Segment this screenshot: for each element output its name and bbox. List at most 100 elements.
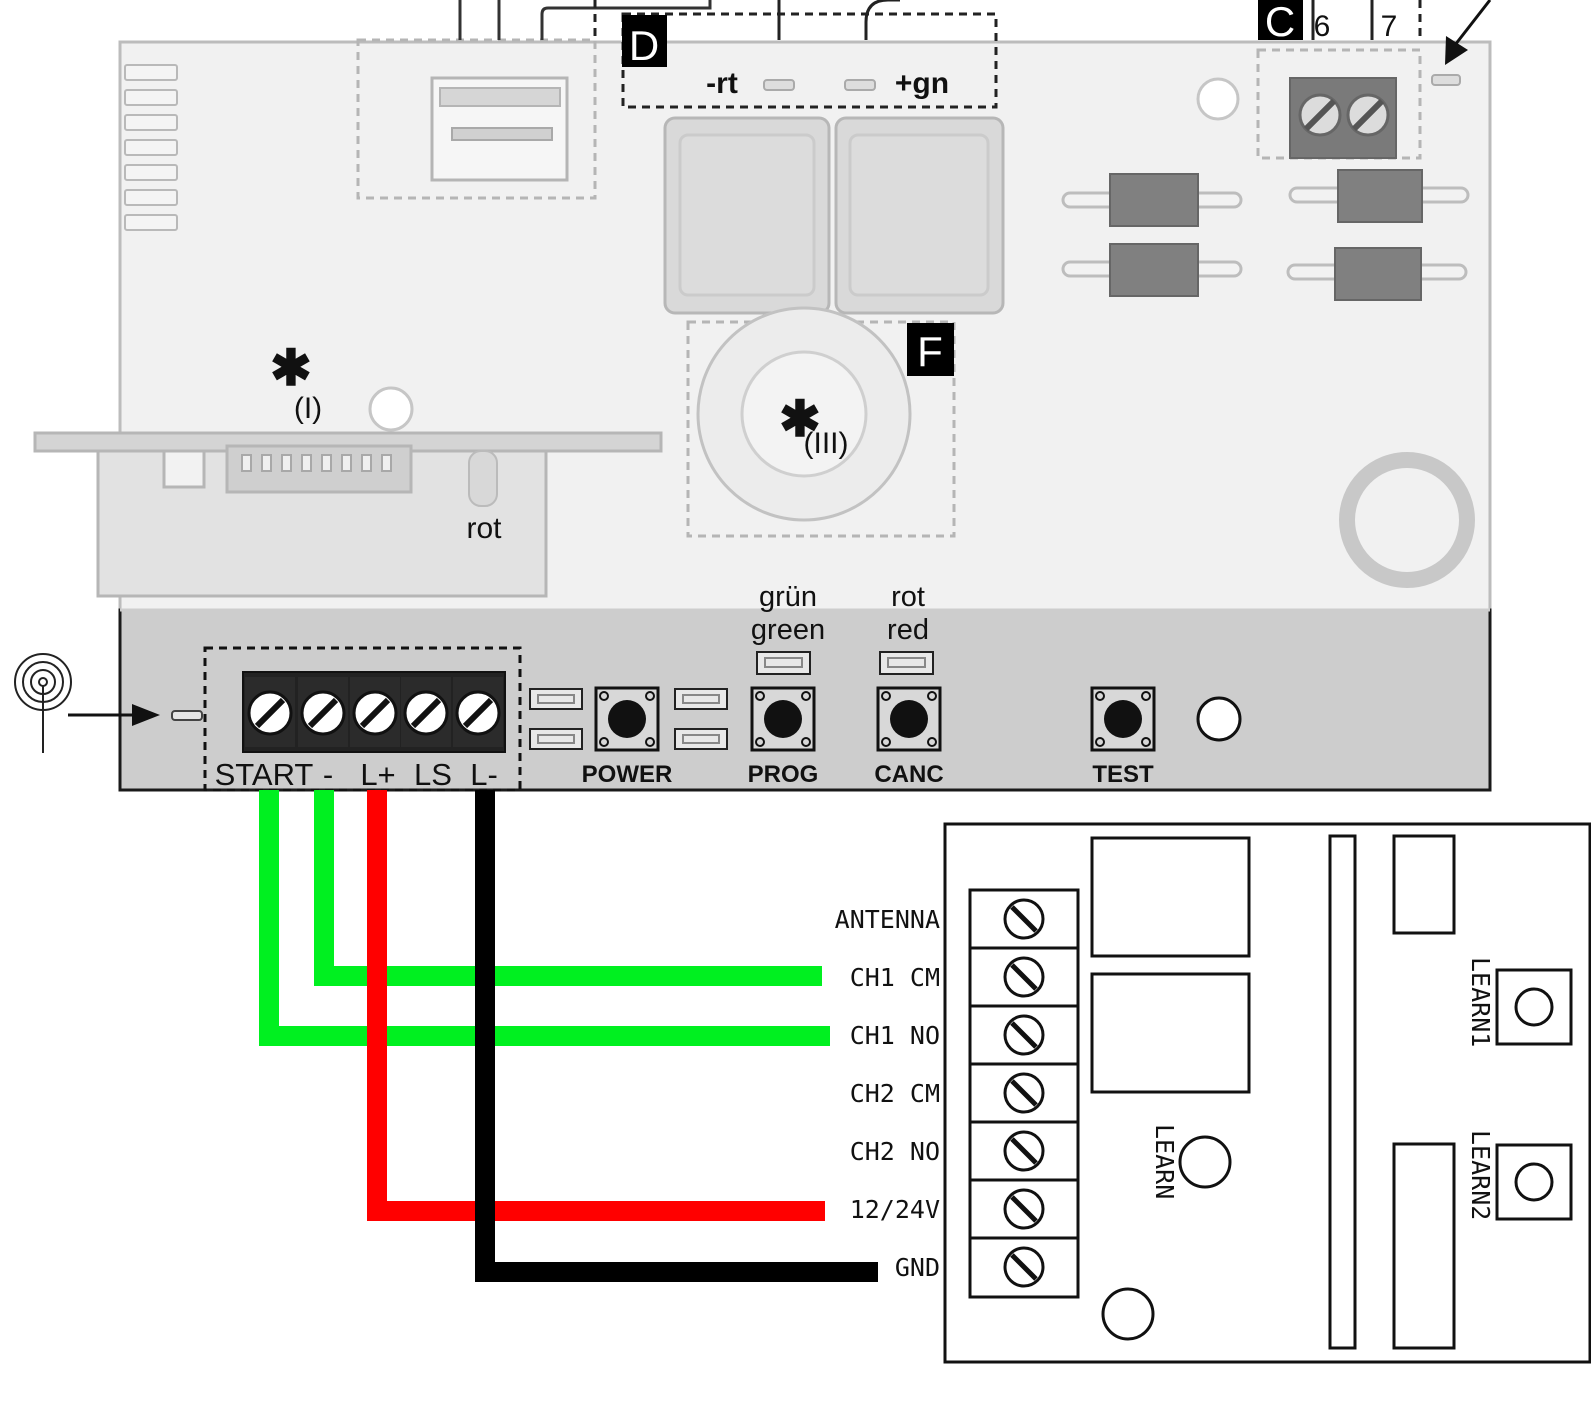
antenna-pad bbox=[171, 710, 203, 721]
terminal-label: LS bbox=[414, 757, 452, 792]
label-learn: LEARN bbox=[1150, 1124, 1179, 1199]
receiver-terminal-label: CH2 CM bbox=[850, 1079, 940, 1108]
receiver-screw-slot bbox=[1010, 1195, 1038, 1223]
label-six: 6 bbox=[1314, 10, 1331, 43]
receiver-screw-slot bbox=[1010, 1079, 1038, 1107]
terminal-label: L+ bbox=[360, 757, 395, 792]
receiver-screws bbox=[970, 898, 1078, 1288]
terminal-zone bbox=[203, 646, 522, 792]
wire-start-ch1-no bbox=[259, 790, 830, 1046]
screw-slot bbox=[254, 697, 286, 729]
label-rot-daughter: rot bbox=[466, 512, 502, 545]
mount-hole-strip bbox=[1196, 696, 1242, 742]
wire-minus-ch1-cm bbox=[314, 790, 822, 986]
top-connector-zone bbox=[356, 38, 597, 200]
receiver-terminal-label: CH1 CM bbox=[850, 963, 940, 992]
receiver-module: ANTENNA CH1 CM CH1 NO CH2 CM CH2 NO 12/24V GND… bbox=[835, 822, 1591, 1364]
push-buttons bbox=[594, 686, 1156, 752]
receiver-screw-slot bbox=[1010, 963, 1038, 991]
receiver-terminal-label: ANTENNA bbox=[835, 905, 940, 934]
receiver-screw-slot bbox=[1010, 905, 1038, 933]
label-learn1: LEARN1 bbox=[1466, 957, 1495, 1047]
mount-ring bbox=[1339, 452, 1475, 588]
learn2-button-cap[interactable] bbox=[1514, 1162, 1554, 1202]
top-wires bbox=[458, 0, 712, 40]
resistors bbox=[1061, 169, 1470, 301]
edge-connector-pins bbox=[124, 64, 178, 231]
arrow-antenna bbox=[68, 704, 160, 726]
label-minus-rt: -rt bbox=[706, 67, 738, 100]
receiver-terminal-label: GND bbox=[895, 1253, 940, 1282]
led-pad-gn bbox=[844, 79, 876, 91]
push-button[interactable] bbox=[876, 686, 942, 752]
receiver-chip-bottom bbox=[1392, 1142, 1456, 1350]
d-wires bbox=[777, 0, 900, 40]
screw-slot bbox=[462, 697, 494, 729]
label-roman-one: (I) bbox=[294, 392, 322, 425]
wire-lminus-gnd bbox=[475, 790, 878, 1282]
receiver-terminal-label: 12/24V bbox=[850, 1195, 940, 1224]
terminal-labels: START-L+ LS L- bbox=[215, 757, 498, 792]
terminal-label: L- bbox=[470, 757, 498, 792]
receiver-screw-slot bbox=[1010, 1253, 1038, 1281]
receiver-strip bbox=[1328, 834, 1357, 1350]
label-learn2: LEARN2 bbox=[1466, 1130, 1495, 1220]
screw-slot bbox=[307, 697, 339, 729]
learn-led bbox=[1178, 1135, 1232, 1189]
receiver-mount-hole bbox=[1101, 1287, 1155, 1341]
receiver-terminal-label: CH2 NO bbox=[850, 1137, 940, 1166]
buzzer-center bbox=[740, 350, 868, 478]
small-pad-top-right bbox=[1431, 74, 1461, 86]
mount-hole-top bbox=[1196, 77, 1240, 121]
terminal-label: START bbox=[215, 757, 314, 792]
terminal-label: - bbox=[323, 757, 333, 792]
label-canc: CANC bbox=[874, 761, 943, 788]
terminal-screws bbox=[245, 677, 503, 747]
receiver-chip-top bbox=[1392, 834, 1456, 935]
antenna-icon bbox=[14, 653, 72, 753]
label-f-box bbox=[907, 323, 954, 376]
learn1-button-cap[interactable] bbox=[1514, 987, 1554, 1027]
receiver-terminal-labels: ANTENNA CH1 CM CH1 NO CH2 CM CH2 NO 12/24V GND bbox=[835, 905, 940, 1282]
daughter-board bbox=[33, 431, 663, 598]
receiver-terminal-label: CH1 NO bbox=[850, 1021, 940, 1050]
label-prog: PROG bbox=[748, 761, 819, 788]
red-led-small bbox=[468, 450, 498, 507]
learn2-button[interactable] bbox=[1495, 1143, 1573, 1221]
power-leds-inner bbox=[537, 694, 720, 744]
mount-hole-left bbox=[368, 386, 414, 432]
control-board: D -rt +gn F ✱ (III) C 6 7 bbox=[33, 0, 1492, 612]
asterisk-three: ✱ bbox=[779, 391, 821, 447]
receiver-screw-slot bbox=[1010, 1137, 1038, 1165]
top-connector bbox=[430, 76, 569, 182]
receiver-relay-1 bbox=[1090, 836, 1251, 958]
screw-slot bbox=[359, 697, 391, 729]
c-terminal-block bbox=[1289, 77, 1397, 159]
c-wires bbox=[1311, 0, 1422, 40]
label-red: red bbox=[887, 614, 929, 646]
receiver-screw-slot bbox=[1010, 1021, 1038, 1049]
push-button[interactable] bbox=[750, 686, 816, 752]
label-gruen: grün bbox=[759, 581, 817, 613]
asterisk-one: ✱ bbox=[270, 340, 312, 396]
push-button[interactable] bbox=[1090, 686, 1156, 752]
label-rot: rot bbox=[891, 581, 925, 613]
wire-lplus-power bbox=[367, 790, 825, 1221]
label-test: TEST bbox=[1092, 761, 1154, 788]
screw-slot bbox=[410, 697, 442, 729]
label-c-box bbox=[1258, 0, 1303, 40]
label-power: POWER bbox=[582, 761, 673, 788]
label-green: green bbox=[751, 614, 825, 646]
label-seven: 7 bbox=[1381, 10, 1398, 43]
label-roman-three: (III) bbox=[804, 427, 849, 460]
label-d-box bbox=[622, 15, 667, 67]
green-led-inner bbox=[764, 657, 803, 668]
wires bbox=[259, 790, 878, 1282]
push-button[interactable] bbox=[594, 686, 660, 752]
led-pad-rt bbox=[763, 79, 795, 91]
label-d: D bbox=[629, 22, 659, 69]
label-f: F bbox=[917, 328, 943, 375]
relays bbox=[663, 116, 1005, 315]
arrow-top-right bbox=[1445, 0, 1492, 65]
